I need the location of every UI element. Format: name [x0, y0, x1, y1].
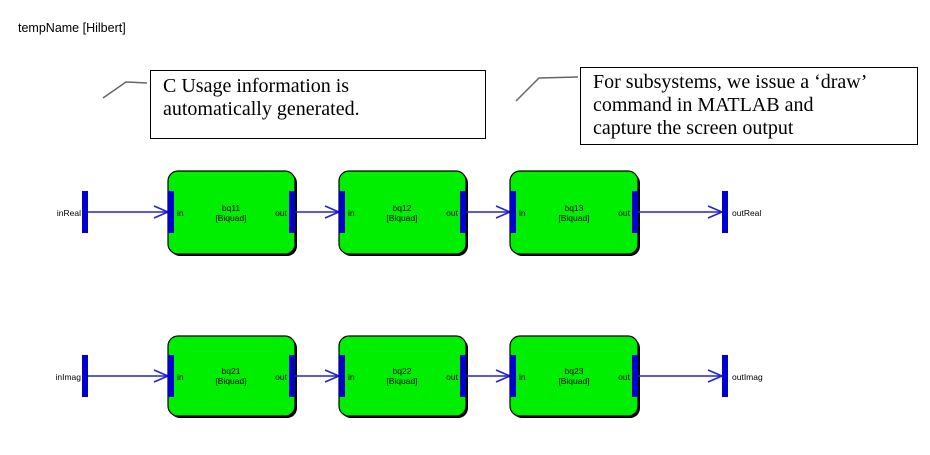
in-port-label: in	[348, 372, 355, 382]
input-terminal-bar[interactable]	[82, 355, 88, 397]
out-port-label: out	[446, 208, 458, 218]
in-port-label: in	[348, 208, 355, 218]
output-terminal-bar[interactable]	[722, 355, 728, 397]
block-name-label: bq11	[222, 203, 241, 213]
block-bq21[interactable]: in out bq21 [Biquad]	[167, 335, 297, 418]
block-in-port-bar[interactable]	[168, 355, 174, 397]
block-name-label: bq13	[565, 203, 584, 213]
model-title: tempName [Hilbert]	[18, 21, 126, 35]
input-terminal-label: inImag	[55, 372, 81, 382]
block-type-label: [Biquad]	[215, 376, 246, 386]
output-terminal-label: outReal	[732, 208, 761, 218]
block-out-port-bar[interactable]	[460, 191, 466, 233]
block-bq11[interactable]: in out bq11 [Biquad]	[167, 170, 297, 256]
block-bq12[interactable]: in out bq12 [Biquad]	[338, 170, 468, 256]
block-in-port-bar[interactable]	[339, 191, 345, 233]
block-name-label: bq12	[393, 203, 412, 213]
block-name-label: bq23	[565, 366, 584, 376]
annotation-line: C Usage information is	[163, 75, 350, 97]
in-port-label: in	[519, 372, 526, 382]
block-in-port-bar[interactable]	[510, 355, 516, 397]
block-in-port-bar[interactable]	[168, 191, 174, 233]
block-bq13[interactable]: in out bq13 [Biquad]	[509, 170, 640, 256]
annotation-callout-usage[interactable]: C Usage information is automatically gen…	[150, 70, 486, 139]
block-type-label: [Biquad]	[386, 376, 417, 386]
block-in-port-bar[interactable]	[339, 355, 345, 397]
block-out-port-bar[interactable]	[632, 355, 638, 397]
annotation-line: For subsystems, we issue a ‘draw’	[593, 71, 868, 93]
block-out-port-bar[interactable]	[289, 191, 295, 233]
in-port-label: in	[519, 208, 526, 218]
leader-line-2	[515, 76, 579, 102]
block-in-port-bar[interactable]	[510, 191, 516, 233]
out-port-label: out	[275, 208, 287, 218]
input-terminal-label: inReal	[57, 208, 81, 218]
block-type-label: [Biquad]	[215, 213, 246, 223]
block-out-port-bar[interactable]	[460, 355, 466, 397]
in-port-label: in	[177, 208, 184, 218]
block-type-label: [Biquad]	[558, 376, 589, 386]
block-name-label: bq21	[222, 366, 241, 376]
annotation-line: automatically generated.	[163, 98, 360, 120]
block-name-label: bq22	[393, 366, 412, 376]
block-out-port-bar[interactable]	[289, 355, 295, 397]
out-port-label: out	[618, 372, 630, 382]
block-type-label: [Biquad]	[558, 213, 589, 223]
leader-line-1	[102, 81, 148, 99]
annotation-line: command in MATLAB and	[593, 94, 814, 116]
annotation-line: capture the screen output	[593, 117, 794, 139]
block-type-label: [Biquad]	[386, 213, 417, 223]
output-terminal-bar[interactable]	[722, 191, 728, 233]
out-port-label: out	[618, 208, 630, 218]
block-bq22[interactable]: in out bq22 [Biquad]	[338, 335, 468, 418]
in-port-label: in	[177, 372, 184, 382]
out-port-label: out	[446, 372, 458, 382]
output-terminal-label: outImag	[732, 372, 763, 382]
block-out-port-bar[interactable]	[632, 191, 638, 233]
input-terminal-bar[interactable]	[82, 191, 88, 233]
out-port-label: out	[275, 372, 287, 382]
annotation-callout-subsystems[interactable]: For subsystems, we issue a ‘draw’ comman…	[580, 67, 918, 145]
block-bq23[interactable]: in out bq23 [Biquad]	[509, 335, 640, 418]
